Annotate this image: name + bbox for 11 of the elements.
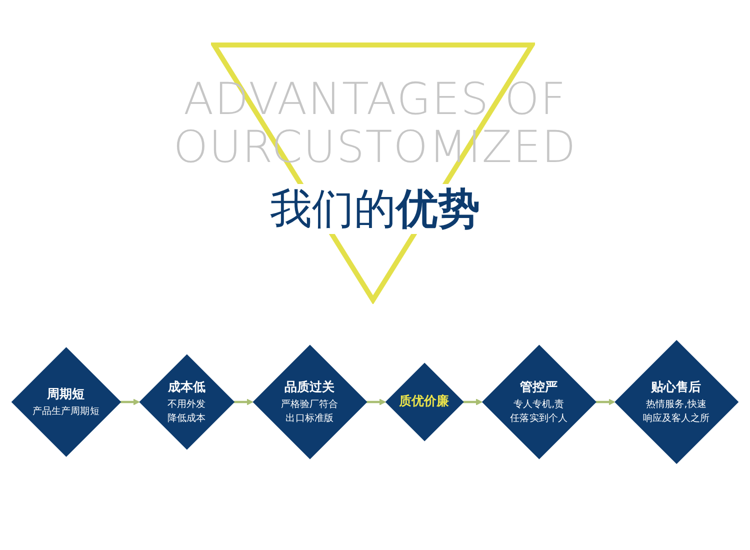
node-diamond: 管控严 专人专机,责任落实到个人 bbox=[482, 344, 596, 460]
arrow bbox=[366, 398, 386, 406]
node-diamond: 成本低 不用外发降低成本 bbox=[139, 354, 235, 450]
node-diamond: 质优价廉 bbox=[385, 362, 464, 442]
node-diamond: 贴心售后 热情服务,快速响应及客人之所 bbox=[614, 340, 739, 464]
arrow bbox=[234, 398, 254, 406]
arrow bbox=[120, 398, 140, 406]
arrow bbox=[596, 398, 615, 406]
node-diamond: 周期短 产品生产周期短 bbox=[11, 347, 122, 457]
arrow bbox=[462, 398, 482, 406]
node-diamond: 品质过关 严格验厂符合出口标准版 bbox=[252, 344, 368, 460]
